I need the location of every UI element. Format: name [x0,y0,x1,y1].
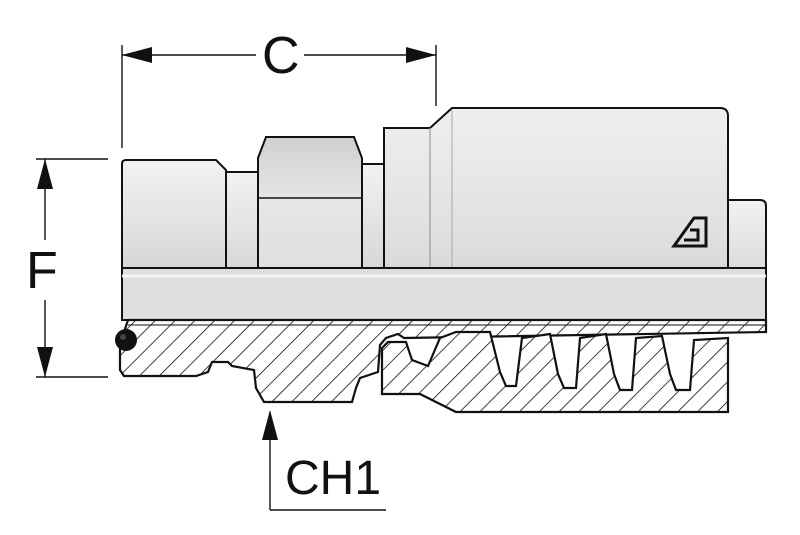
dimension-c-label: C [262,27,300,85]
fitting-cross-section [115,318,768,414]
dimension-f [36,158,108,378]
arrow-c-right [406,47,436,63]
arrow-f-bottom [37,347,53,377]
nipple-section [118,318,768,404]
dimension-c [121,45,437,148]
arrow-c-left [122,47,152,63]
manufacturer-logo [671,216,708,248]
fitting-outer-view [121,107,767,321]
arrow-f-top [37,159,53,189]
arrow-ch1 [262,410,278,440]
o-ring [115,329,137,351]
ferrule-section [380,330,730,414]
dimension-ch1-label: CH1 [285,452,382,505]
dimension-f-label: F [26,242,58,300]
dimension-ch1 [262,410,386,511]
